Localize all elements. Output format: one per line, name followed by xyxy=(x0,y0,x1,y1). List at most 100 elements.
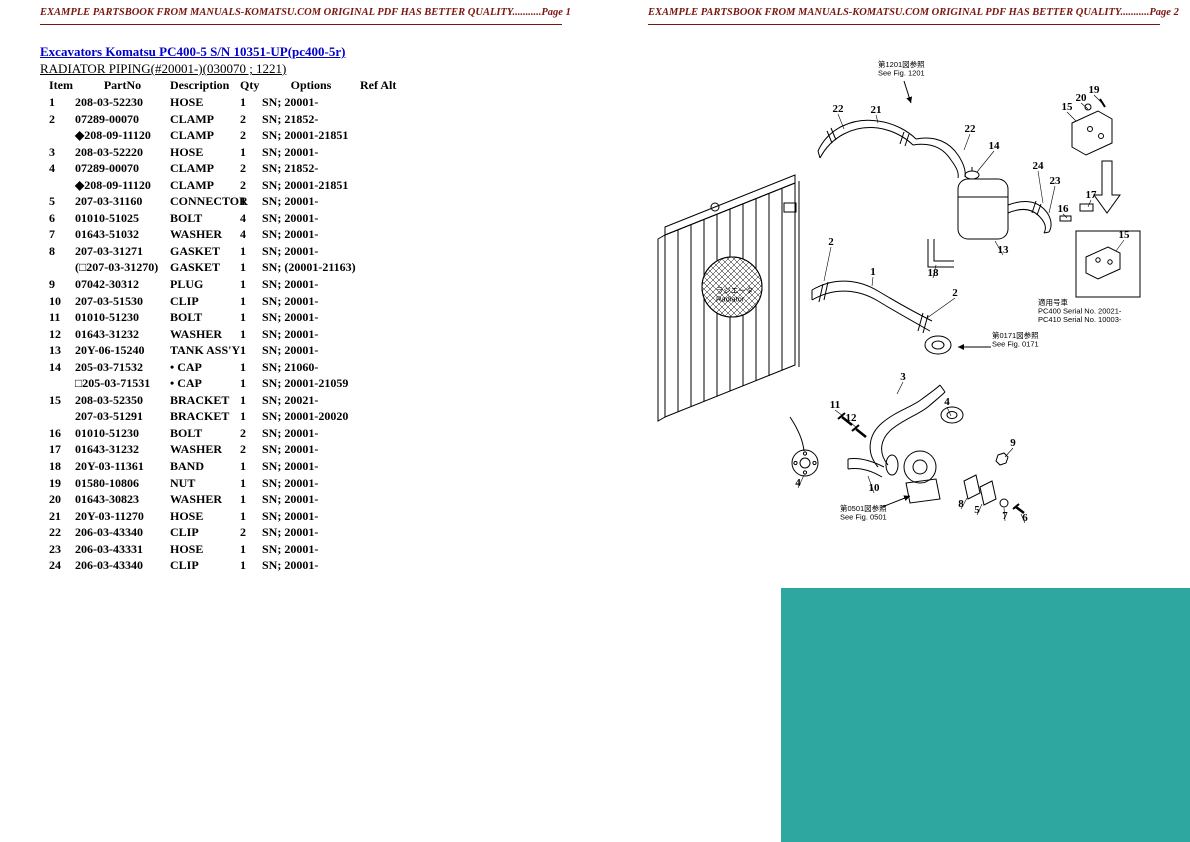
leader-line xyxy=(1048,185,1056,214)
diagram-callout: 11 xyxy=(830,399,840,411)
leader-line xyxy=(946,406,952,417)
cell-qty: 1 xyxy=(240,95,246,109)
cell-part: 01580-10806 xyxy=(75,475,139,490)
leader-line xyxy=(1093,94,1103,104)
cell-item xyxy=(40,408,75,425)
cell-qty: 2 xyxy=(240,425,246,440)
cell-options: SN; 20001- xyxy=(262,210,319,225)
model-link[interactable]: Excavators Komatsu PC400-5 S/N 10351-UP(… xyxy=(40,44,346,59)
cell-part: 07289-00070 xyxy=(75,161,139,176)
cell-part: 20Y-03-11270 xyxy=(75,508,144,523)
cell-options: SN; 20001- xyxy=(262,425,319,440)
cell-part: 206-03-43340 xyxy=(75,558,143,573)
cell-options: SN; 21060- xyxy=(262,359,319,374)
reservoir-tank-drawing xyxy=(927,167,1094,268)
diagram-callout: 23 xyxy=(1050,175,1062,187)
cell-options: SN; 21852- xyxy=(262,111,319,126)
diagram-callout: 22 xyxy=(833,103,845,115)
cell-part: 01643-31232 xyxy=(75,326,139,341)
cell-item: 1 xyxy=(49,95,55,109)
diagram-callout: 8 xyxy=(958,498,964,510)
cell-qty: 2 xyxy=(240,111,246,126)
cell-item: 10 xyxy=(49,293,61,308)
cell-part: 01010-51230 xyxy=(75,310,139,325)
leader-line xyxy=(926,297,956,319)
cell-ref xyxy=(360,144,440,161)
cell-desc: CLIP xyxy=(170,525,199,540)
diagram-callout: 1 xyxy=(870,266,876,278)
cell-qty: 1 xyxy=(240,392,246,407)
cell-item: 4 xyxy=(49,161,55,176)
cell-options: SN; 20001- xyxy=(262,558,319,573)
cell-options: SN; 20001-21059 xyxy=(262,376,349,391)
cell-options: SN; 20021- xyxy=(262,392,319,407)
cell-ref xyxy=(360,475,440,492)
cell-item: 21 xyxy=(49,508,61,523)
cell-part: 208-03-52220 xyxy=(75,144,143,159)
cell-desc: CLAMP xyxy=(170,111,214,126)
cell-qty: 1 xyxy=(240,558,246,573)
cell-ref xyxy=(360,293,440,310)
cell-qty: 1 xyxy=(240,376,246,391)
cell-options: SN; 20001- xyxy=(262,243,319,258)
cell-item: 6 xyxy=(49,210,55,225)
cell-qty: 1 xyxy=(240,144,246,159)
diagram-callout: 14 xyxy=(989,140,1001,152)
cell-qty: 1 xyxy=(240,409,246,424)
cell-item: 7 xyxy=(49,227,55,242)
cell-part: 07042-30312 xyxy=(75,277,139,292)
column-header: Qty xyxy=(240,78,260,92)
cell-ref xyxy=(360,94,440,111)
page-title: RADIATOR PIPING(#20001-)(030070 ; 1221) xyxy=(40,61,287,76)
cell-ref xyxy=(360,226,440,243)
column-header: Item xyxy=(49,78,73,92)
cell-ref xyxy=(360,557,440,574)
teal-background xyxy=(781,588,1190,842)
cell-part: 07289-00070 xyxy=(75,111,139,126)
cell-desc: • CAP xyxy=(170,376,202,391)
diagram-callout: 4 xyxy=(795,477,801,489)
leader-line xyxy=(1080,102,1089,110)
cell-options: SN; 20001- xyxy=(262,310,319,325)
cell-ref xyxy=(360,524,440,541)
cell-options: SN; 20001- xyxy=(262,525,319,540)
cell-item: 8 xyxy=(49,243,55,258)
leader-line xyxy=(871,276,874,287)
leader-line xyxy=(1062,213,1068,219)
diagram-callout: 2 xyxy=(828,236,834,248)
leader-line xyxy=(976,503,983,516)
cell-part: 208-03-52350 xyxy=(75,392,143,407)
leader-line xyxy=(1020,513,1026,524)
cell-options: SN; 20001- xyxy=(262,492,319,507)
cell-desc: BRACKET xyxy=(170,392,230,407)
radiator-drawing xyxy=(657,174,805,452)
cell-ref xyxy=(360,441,440,458)
cell-ref xyxy=(360,210,440,227)
diagram-callout: 15 xyxy=(1119,229,1131,241)
cell-options: SN; 20001- xyxy=(262,326,319,341)
cell-desc: HOSE xyxy=(170,95,204,109)
leader-line xyxy=(797,474,805,489)
cell-qty: 1 xyxy=(240,260,246,275)
cell-qty: 2 xyxy=(240,161,246,176)
cell-ref xyxy=(360,111,440,128)
cell-part: 207-03-51291 xyxy=(75,409,143,424)
cell-part: 01010-51025 xyxy=(75,210,139,225)
cell-ref xyxy=(360,259,440,276)
cell-desc: BOLT xyxy=(170,425,203,440)
cell-options: SN; 20001- xyxy=(262,277,319,292)
cell-item xyxy=(40,259,75,276)
